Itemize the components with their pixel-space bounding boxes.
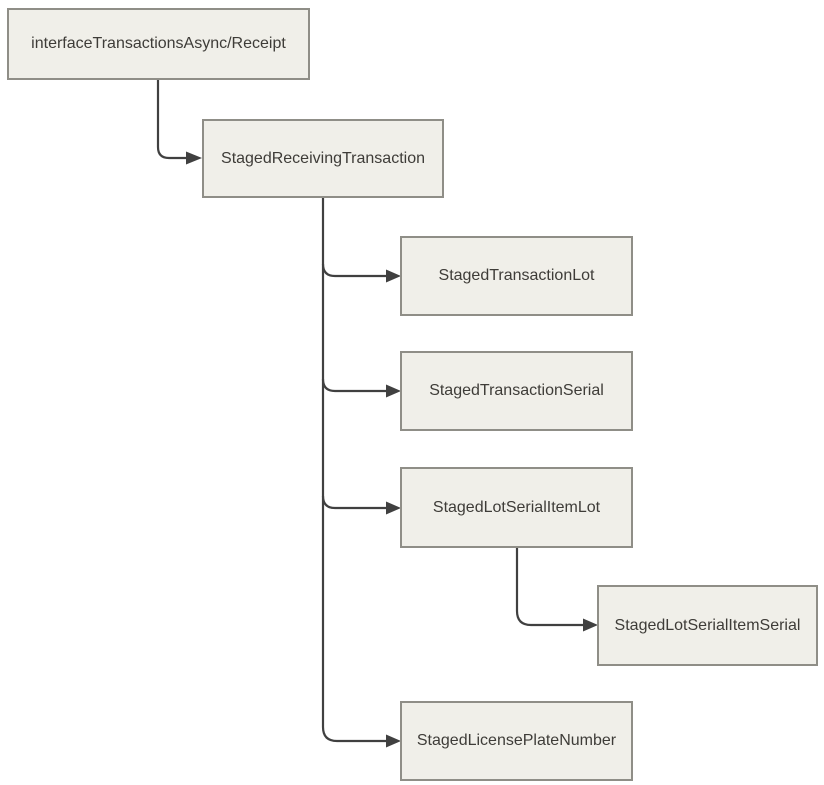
edge-to-stagedtransactionlot xyxy=(321,263,386,278)
node-label: StagedReceivingTransaction xyxy=(221,149,425,167)
node-label: StagedLotSerialItemSerial xyxy=(614,616,801,634)
node-label: interfaceTransactionsAsync/Receipt xyxy=(31,35,286,53)
arrowhead-stagedlicenseplatenumber xyxy=(386,734,401,748)
node-label: StagedTransactionLot xyxy=(438,267,595,285)
edge-to-stagedlotserialitemlot xyxy=(321,495,386,510)
node-stagedlotserialitemlot: StagedLotSerialItemLot xyxy=(400,467,633,548)
node-label: StagedLotSerialItemLot xyxy=(432,498,601,516)
edge-to-stagedtransactionserial xyxy=(321,378,386,393)
node-stagedreceivingtransaction: StagedReceivingTransaction xyxy=(202,119,444,198)
node-stagedlicenseplatenumber: StagedLicensePlateNumber xyxy=(400,701,633,781)
arrowhead-stagedtransactionlot xyxy=(386,269,401,283)
edge-stagedreceivingtransaction-trunk xyxy=(321,198,386,743)
edge-root-to-stagedreceivingtransaction xyxy=(156,80,186,160)
node-stagedlotserialitemserial: StagedLotSerialItemSerial xyxy=(597,585,818,666)
arrowhead-stagedlotserialitemlot xyxy=(386,501,401,515)
node-interfacetransactionsasync-receipt: interfaceTransactionsAsync/Receipt xyxy=(7,8,310,80)
edge-stagedlotserialitemlot-to-serial xyxy=(515,548,583,627)
node-label: StagedTransactionSerial xyxy=(429,382,604,400)
node-label: StagedLicensePlateNumber xyxy=(416,732,617,750)
node-stagedtransactionlot: StagedTransactionLot xyxy=(400,236,633,316)
node-stagedtransactionserial: StagedTransactionSerial xyxy=(400,351,633,431)
arrowhead-stagedtransactionserial xyxy=(386,384,401,398)
arrowhead-stagedreceivingtransaction xyxy=(186,151,202,165)
arrowhead-stagedlotserialitemserial xyxy=(583,618,598,632)
